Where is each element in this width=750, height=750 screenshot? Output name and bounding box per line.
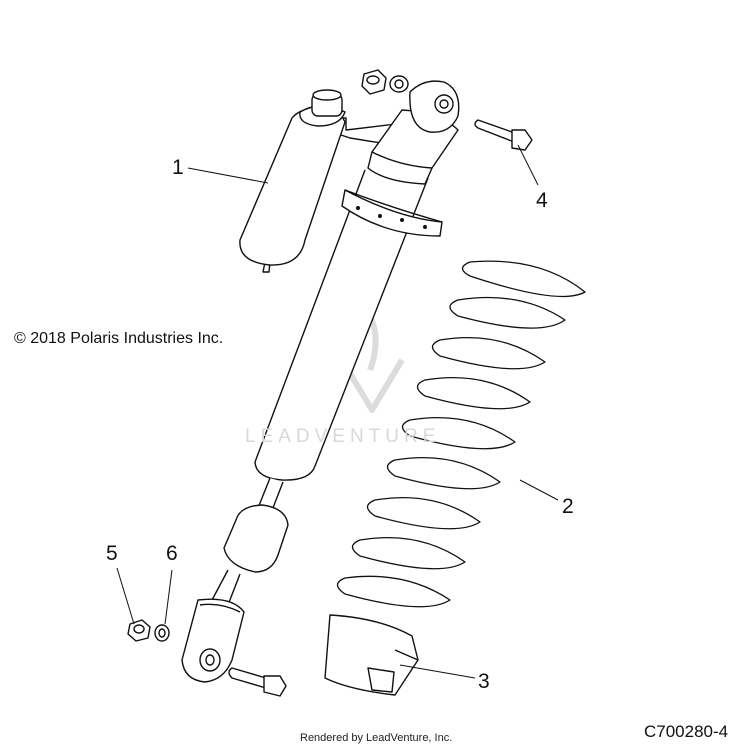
rendered-by-credit: Rendered by LeadVenture, Inc. — [300, 732, 453, 744]
callout-3: 3 — [478, 670, 490, 693]
callout-2: 2 — [562, 495, 574, 518]
top-nut — [361, 69, 387, 95]
part-2-spring — [336, 260, 586, 608]
part-5-nut — [127, 619, 151, 642]
watermark-text: LEADVENTURE — [245, 426, 441, 447]
callout-1: 1 — [172, 156, 184, 179]
callout-6: 6 — [166, 542, 178, 565]
lower-bolt — [228, 667, 287, 697]
callout-5: 5 — [106, 542, 118, 565]
shock-body — [181, 80, 460, 683]
part-6-washer — [154, 624, 170, 642]
copyright-text: © 2018 Polaris Industries Inc. — [14, 330, 224, 347]
part-4-bolt — [474, 119, 533, 151]
part-3-spring-retainer — [324, 614, 419, 696]
callout-4: 4 — [536, 189, 548, 212]
diagram-code: C700280-4 — [644, 722, 729, 741]
leader-lines — [116, 144, 559, 679]
top-washer — [389, 75, 409, 93]
